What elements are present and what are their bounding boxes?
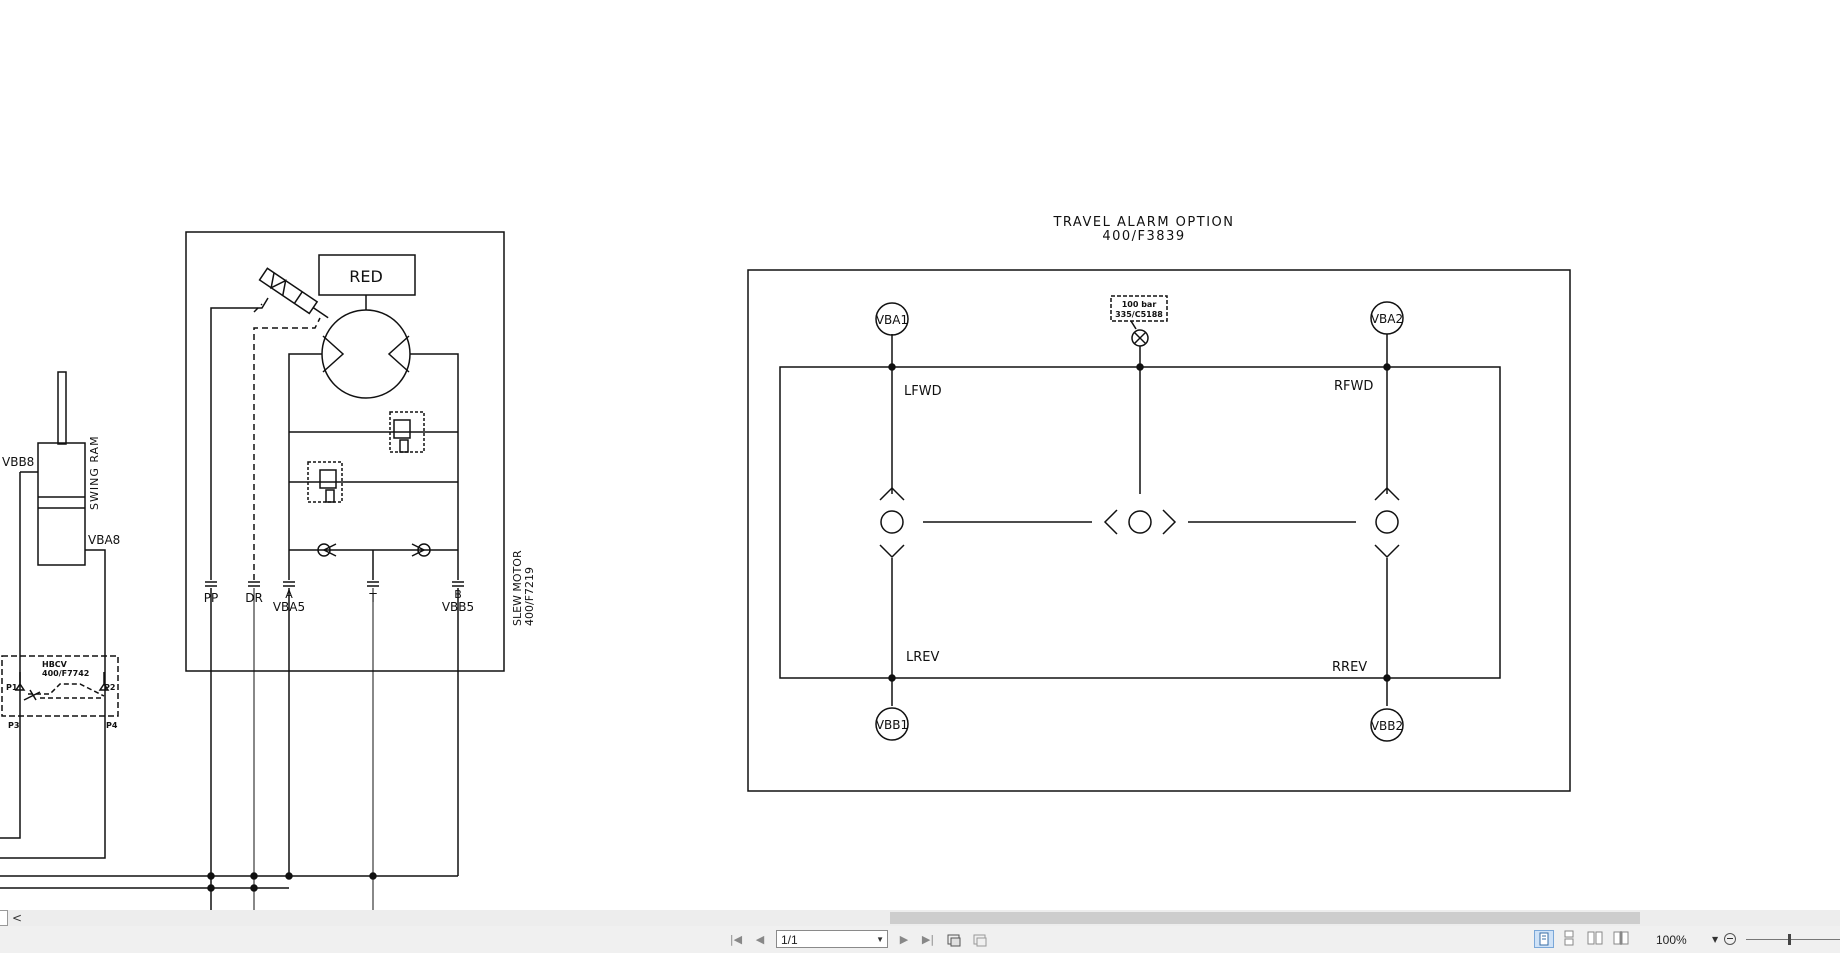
zoom-level[interactable]: 100% (1656, 933, 1687, 947)
swing-ram-label: SWING RAM (88, 435, 101, 510)
label-rfwd: RFWD (1334, 379, 1373, 394)
book-view-icon[interactable] (1612, 930, 1632, 948)
hbcv-port-p1: P1 (6, 683, 18, 692)
port-vbb8: VBB8 (2, 455, 34, 469)
port-vbb2: VBB2 (1371, 719, 1403, 733)
slew-motor-symbol (321, 309, 411, 399)
zoom-out-icon[interactable] (1724, 933, 1736, 945)
slideshow-alt-icon[interactable] (972, 932, 988, 948)
travel-alarm-outer-frame (747, 269, 1571, 792)
viewer-toolbar: |◀ ◀ 1/1 ▼ ▶ ▶| 100% ▼ (0, 926, 1840, 953)
zoom-slider-handle[interactable] (1788, 934, 1791, 945)
horizontal-scrollbar[interactable]: < (0, 910, 1840, 926)
hydraulic-schematic: TRAVEL ALARM OPTION 400/F3839 VBA1 VBA2 … (0, 215, 1571, 910)
port-vba2: VBA2 (1371, 312, 1403, 326)
previous-page-icon[interactable]: ◀ (755, 933, 765, 946)
zoom-slider[interactable] (1746, 939, 1840, 940)
two-page-view-icon[interactable] (1586, 930, 1606, 948)
slideshow-icon[interactable] (946, 932, 962, 948)
slew-motor-part: 400/F7219 (523, 567, 536, 626)
page-number-input[interactable]: 1/1 ▼ (776, 930, 888, 948)
single-page-view-icon[interactable] (1534, 930, 1554, 948)
swing-ram-cylinder (37, 442, 86, 566)
pressure-switch-part: 335/C5188 (1115, 310, 1163, 319)
continuous-view-icon[interactable] (1560, 930, 1580, 948)
slew-motor-label: SLEW MOTOR (511, 550, 524, 626)
sidebar-collapse-handle[interactable] (0, 910, 8, 926)
hbcv-port-p3: P3 (8, 721, 19, 730)
port-vba8: VBA8 (88, 533, 120, 547)
label-lrev: LREV (906, 650, 939, 665)
pressure-switch-box (1110, 295, 1168, 322)
first-page-icon[interactable]: |◀ (729, 933, 743, 946)
scrollbar-thumb[interactable] (890, 912, 1640, 924)
port-vbb1: VBB1 (876, 718, 908, 732)
label-rrev: RREV (1332, 660, 1367, 675)
zoom-chevron-down-icon[interactable]: ▼ (1712, 935, 1719, 944)
last-page-icon[interactable]: ▶| (921, 933, 935, 946)
document-canvas[interactable]: TRAVEL ALARM OPTION 400/F3839 VBA1 VBA2 … (0, 0, 1840, 910)
next-page-icon[interactable]: ▶ (899, 933, 909, 946)
travel-alarm-part: 400/F3839 (1102, 229, 1185, 244)
port-vba1: VBA1 (876, 313, 908, 327)
chevron-down-icon[interactable]: ▼ (876, 935, 884, 944)
red-label: RED (349, 267, 383, 286)
label-lfwd: LFWD (904, 384, 942, 399)
pressure-switch-rating: 100 bar (1122, 300, 1157, 309)
scroll-left-icon[interactable]: < (12, 911, 23, 925)
page-indicator: 1/1 (781, 933, 798, 947)
hbcv-label: HBCV (42, 660, 68, 669)
hbcv-part: 400/F7742 (42, 669, 89, 678)
hbcv-port-p4: P4 (106, 721, 118, 730)
slew-motor-frame (185, 231, 505, 672)
hbcv-port-p2: P2 (104, 683, 115, 692)
travel-alarm-title: TRAVEL ALARM OPTION (1052, 215, 1234, 230)
hbcv-block (1, 655, 119, 717)
